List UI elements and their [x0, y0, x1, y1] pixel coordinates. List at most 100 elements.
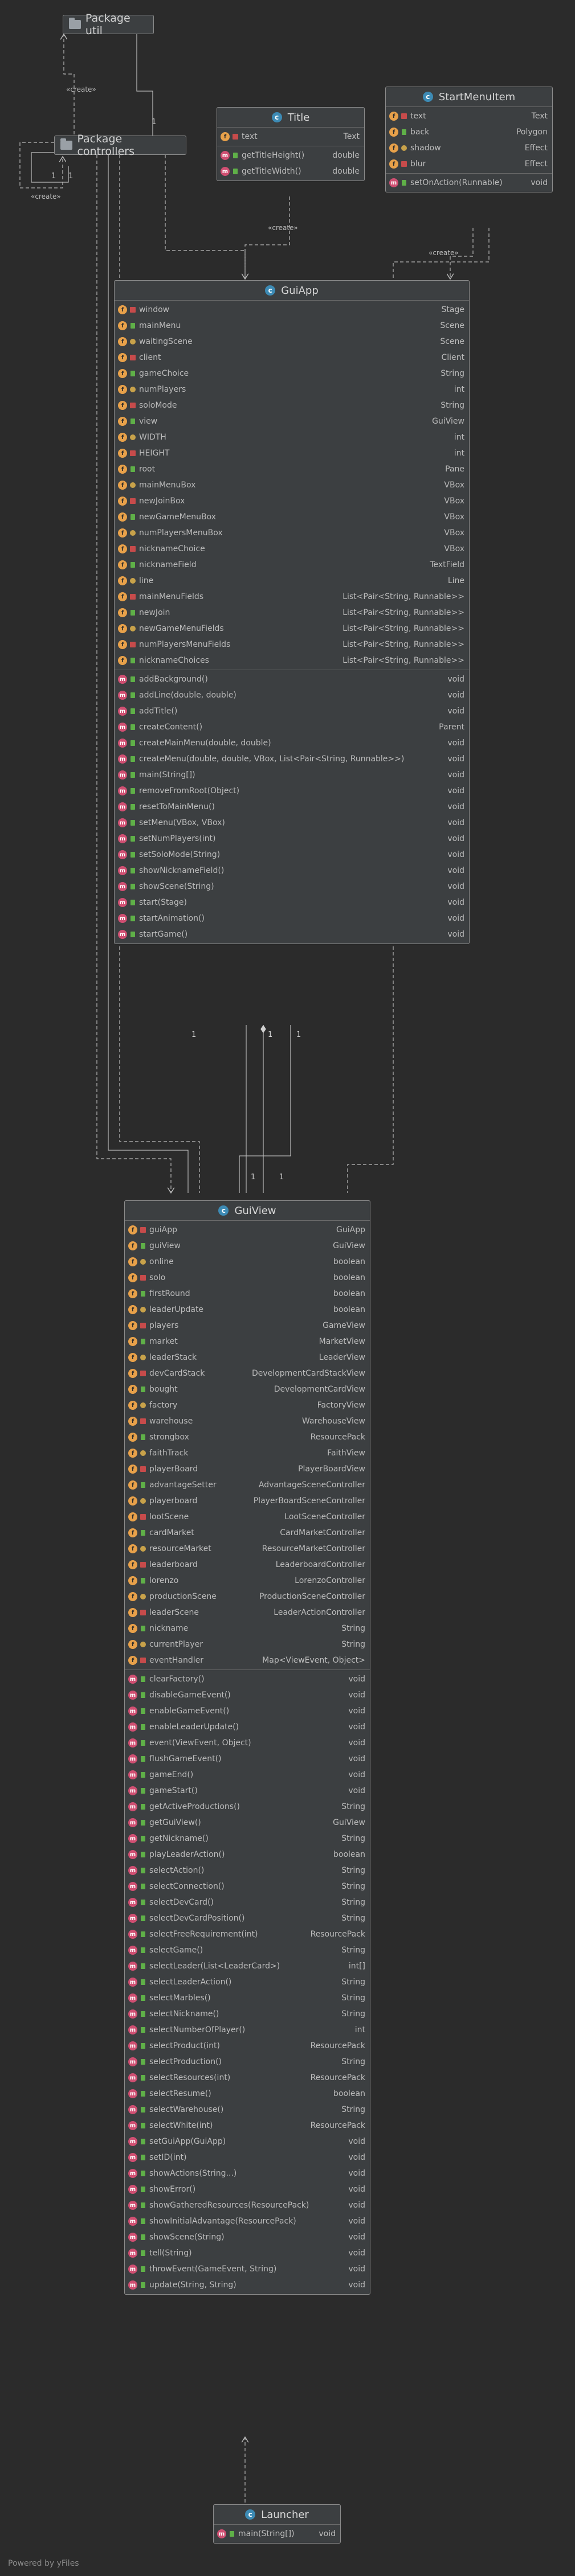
package-util[interactable]: Package util — [63, 12, 154, 37]
package-controllers[interactable]: Package controllers — [54, 133, 186, 158]
